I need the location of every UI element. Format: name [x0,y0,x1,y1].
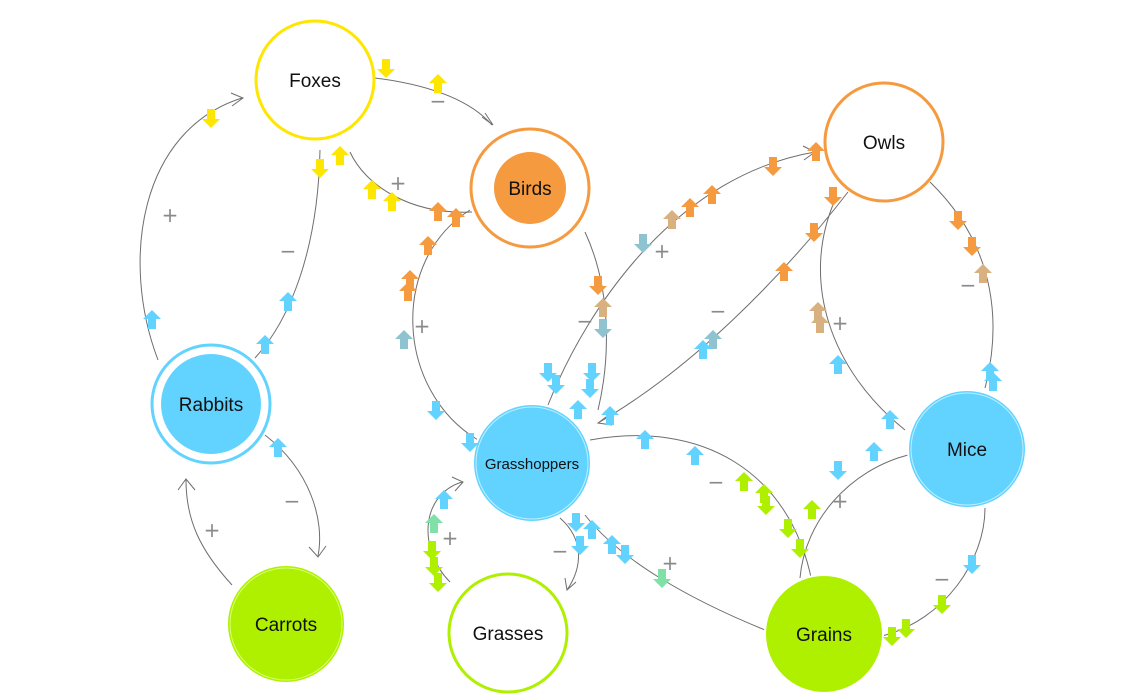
flow-arrow-icon [581,379,599,398]
node-label-rabbits: Rabbits [179,395,243,416]
edge-mice-owls [819,199,906,431]
flow-arrow-icon [601,406,619,425]
node-owls[interactable]: Owls [823,81,945,203]
edge-sign: − [934,567,951,591]
flow-arrow-icon [663,210,681,229]
edge-sign: + [162,203,179,227]
edge-sign: − [430,89,447,113]
edge-owls-grasshoppers [597,191,849,424]
flow-arrow-icon [395,330,413,349]
edge-grasshoppers-birds [412,209,479,441]
node-birds[interactable]: Birds [469,127,591,249]
node-label-mice: Mice [947,440,987,461]
node-label-foxes: Foxes [289,71,341,92]
edge-sign: − [577,309,594,333]
edge-sign: − [710,299,727,323]
node-label-owls: Owls [863,133,905,154]
flow-arrow-icon [807,142,825,161]
edge-sign: + [204,518,221,542]
edge-arrowhead [481,112,494,126]
flow-arrow-icon [202,109,220,128]
flow-arrow-icon [963,237,981,256]
edge-rabbits-foxes [139,97,243,361]
node-label-grains: Grains [796,625,852,646]
flow-arrow-icon [616,545,634,564]
node-label-grasses: Grasses [473,624,544,645]
edge-sign: − [552,539,569,563]
flow-arrow-icon [686,446,704,465]
flow-arrow-icon [569,400,587,419]
flow-arrow-icon [974,264,992,283]
edge-grasses-grasshoppers [427,481,463,583]
edge-sign: + [832,489,849,513]
flow-arrow-icon [634,234,652,253]
flow-arrow-icon [594,298,612,317]
edge-arrowhead [564,577,577,591]
flow-arrow-icon [881,410,899,429]
flow-arrow-icon [949,211,967,230]
flow-arrow-icon [811,314,829,333]
flow-arrow-icon [735,472,753,491]
flow-arrow-icon [311,159,329,178]
flow-arrow-icon [829,355,847,374]
flow-arrow-icon [571,536,589,555]
flow-arrow-icon [803,500,821,519]
edge-arrowhead [230,92,245,107]
node-grasses[interactable]: Grasses [447,572,569,694]
flow-arrow-icon [447,208,465,227]
edge-arrowhead [177,478,196,491]
flow-arrow-icon [933,595,951,614]
edge-grains-mice [799,454,909,579]
node-layer: Foxes Birds Owls Rabbits Grasshoppers [150,19,1027,694]
edge-sign: + [654,239,671,263]
flow-arrow-icon [594,319,612,338]
edge-sign: + [414,314,431,338]
node-grasshoppers[interactable]: Grasshoppers [472,403,592,523]
flow-arrow-icon [897,619,915,638]
flow-arrow-icon [865,442,883,461]
flow-arrow-icon [363,180,381,199]
node-foxes[interactable]: Foxes [254,19,376,141]
flow-arrow-icon [757,496,775,515]
node-mice[interactable]: Mice [907,389,1027,509]
node-carrots[interactable]: Carrots [226,564,346,684]
edge-sign: + [390,171,407,195]
node-label-grasshoppers: Grasshoppers [485,456,579,473]
flow-arrow-icon [279,292,297,311]
edge-sign: − [284,489,301,513]
edge-birds-foxes [349,151,473,213]
edge-sign: − [708,470,725,494]
edge-arrowhead [451,476,464,492]
flow-arrow-icon [331,146,349,165]
flow-arrow-icon [636,430,654,449]
node-rabbits[interactable]: Rabbits [150,343,272,465]
flow-arrow-icon [829,461,847,480]
flow-arrow-icon [775,262,793,281]
edge-foxes-birds [374,77,493,126]
flow-arrow-icon [681,198,699,217]
edge-sign: + [442,526,459,550]
edge-grasshoppers-grasses [559,517,579,591]
node-label-birds: Birds [508,179,551,200]
flow-arrow-icon [583,520,601,539]
edge-sign: + [832,311,849,335]
edge-carrots-rabbits [185,479,233,586]
edge-sign: − [960,273,977,297]
flow-arrow-icon [764,157,782,176]
flow-arrow-icon [589,276,607,295]
flow-arrow-icon [963,555,981,574]
sign-layer: + − − + − + + − + − − + − + + − − + [162,89,977,591]
node-grains[interactable]: Grains [764,574,884,694]
flow-arrow-icon [427,401,445,420]
edge-sign: − [280,239,297,263]
edge-arrowhead [308,545,327,558]
node-label-carrots: Carrots [255,615,317,636]
flow-arrow-icon [703,185,721,204]
flow-arrow-icon [377,59,395,78]
